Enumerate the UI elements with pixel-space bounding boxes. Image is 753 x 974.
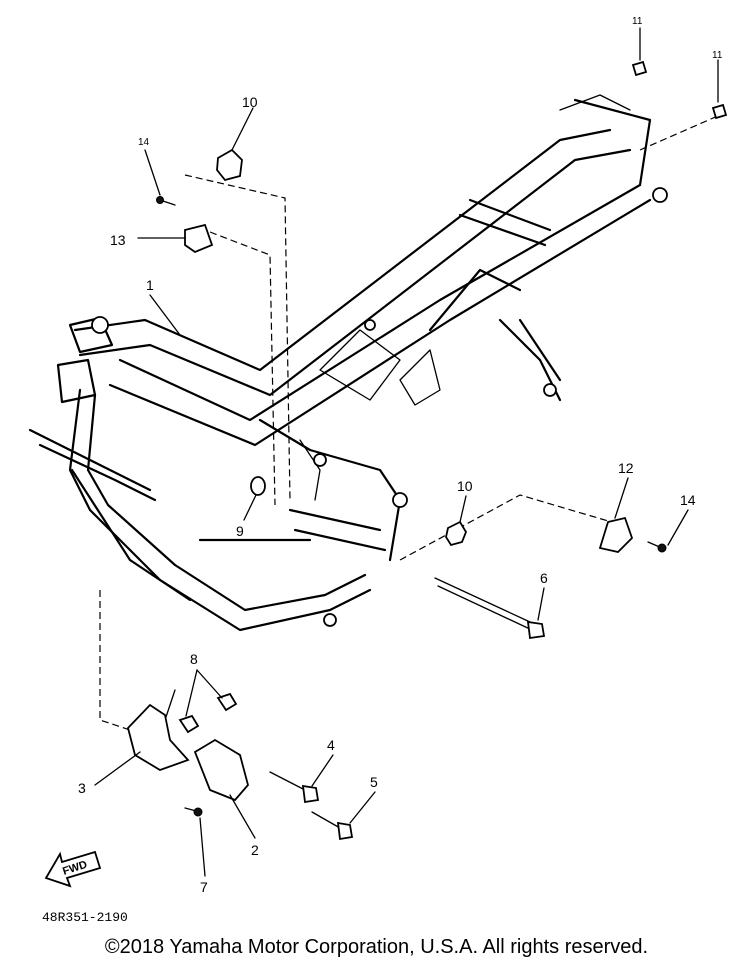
callout-leaders xyxy=(94,27,719,877)
callout-11-right: 11 xyxy=(712,50,723,61)
forward-arrow: FWD xyxy=(44,850,102,888)
callout-5: 5 xyxy=(370,774,378,790)
callout-13: 13 xyxy=(110,232,126,248)
callout-10-lower: 10 xyxy=(457,478,473,494)
callout-2: 2 xyxy=(251,842,259,858)
drawing-code: 48R351-2190 xyxy=(42,910,128,925)
callout-4: 4 xyxy=(327,737,335,753)
callout-3: 3 xyxy=(78,780,86,796)
main-frame xyxy=(28,94,668,632)
callout-11-left: 11 xyxy=(632,16,643,27)
leader-lines xyxy=(99,114,721,731)
callout-14-right: 14 xyxy=(680,492,696,508)
callout-10-upper: 10 xyxy=(242,94,258,110)
callout-1: 1 xyxy=(146,277,154,293)
callout-8: 8 xyxy=(190,651,198,667)
callout-9: 9 xyxy=(236,523,244,539)
callout-6: 6 xyxy=(540,570,548,586)
callout-numbers: 1 2 3 4 5 6 7 8 9 10 10 11 11 12 13 14 1… xyxy=(78,16,723,895)
small-parts xyxy=(127,60,728,841)
callout-14-upper: 14 xyxy=(138,137,150,148)
copyright-notice: ©2018 Yamaha Motor Corporation, U.S.A. A… xyxy=(104,936,649,958)
callout-7: 7 xyxy=(200,879,208,895)
callout-12: 12 xyxy=(618,460,634,476)
